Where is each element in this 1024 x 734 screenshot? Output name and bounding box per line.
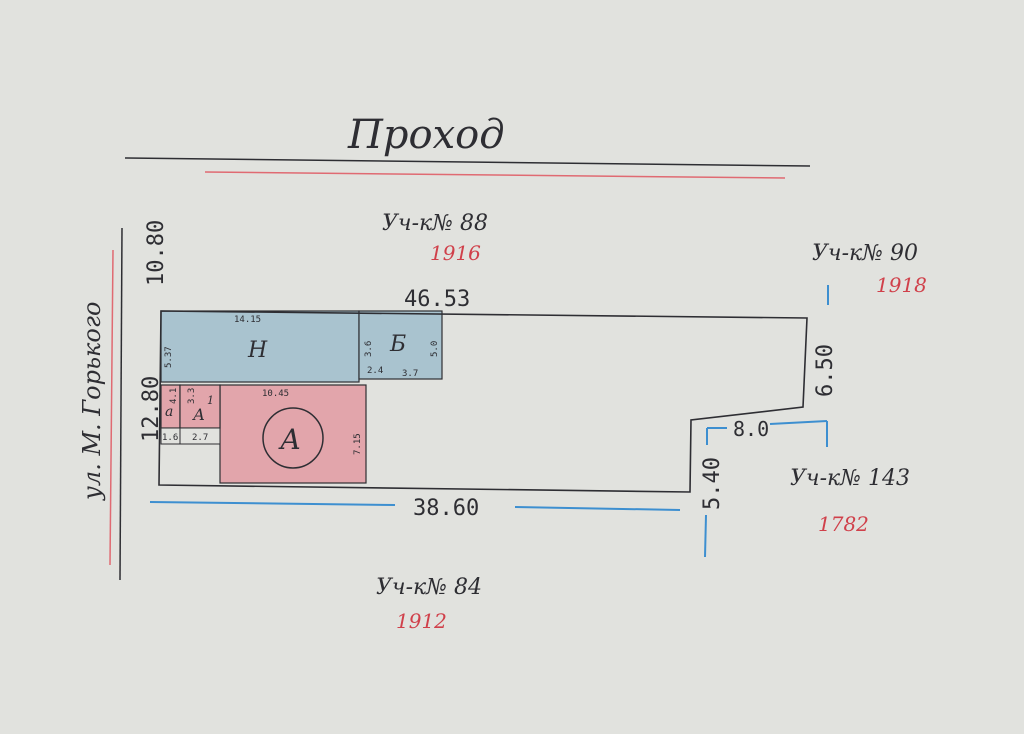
annex-a-width: 1.6 bbox=[162, 433, 178, 443]
building-A-label: А bbox=[278, 423, 301, 456]
neighbor-90-year: 1918 bbox=[876, 273, 927, 297]
passage-boundary-line bbox=[124, 157, 811, 167]
dim-top: 46.53 bbox=[404, 287, 470, 312]
neighbor-88-year: 1916 bbox=[430, 241, 481, 265]
dim-left-upper: 10.80 bbox=[144, 220, 169, 286]
neighbor-90-label: Уч-к№ 90 bbox=[812, 241, 918, 266]
building-B-width-2: 3.7 bbox=[402, 369, 418, 379]
building-A-depth: 7.15 bbox=[353, 433, 363, 455]
building-H-depth: 5.37 bbox=[164, 346, 174, 368]
building-H bbox=[160, 310, 360, 383]
annex-A1-superscript: 1 bbox=[207, 394, 214, 407]
street-name: ул. М. Горького bbox=[78, 302, 106, 501]
building-H-width: 14.15 bbox=[234, 315, 261, 325]
dim-left-lower: 12.80 bbox=[139, 376, 164, 442]
lot-boundary bbox=[158, 310, 808, 493]
building-B-depth-2: 5.0 bbox=[430, 341, 440, 357]
street-red-line bbox=[109, 249, 114, 566]
dim-right-lower: 5.40 bbox=[700, 457, 725, 510]
annex-a-depth: 4.1 bbox=[169, 388, 179, 404]
passage-red-line bbox=[204, 171, 786, 179]
building-B bbox=[358, 310, 443, 380]
annex-A1-depth: 3.3 bbox=[187, 388, 197, 404]
dim-right-step: 8.0 bbox=[733, 417, 769, 441]
dim-bottom: 38.60 bbox=[413, 496, 479, 521]
street-boundary-line bbox=[119, 227, 123, 581]
building-B-depth-1: 3.6 bbox=[364, 341, 374, 357]
neighbor-84-label: Уч-к№ 84 bbox=[376, 575, 482, 600]
building-A-width: 10.45 bbox=[262, 389, 289, 399]
annex-a-label: а bbox=[165, 404, 173, 420]
main-building-marker bbox=[262, 407, 324, 469]
annex-A1-width: 2.7 bbox=[192, 433, 208, 443]
neighbor-143-label: Уч-к№ 143 bbox=[790, 466, 910, 491]
dim-right-upper: 6.50 bbox=[813, 344, 838, 397]
annex-A1-label: А bbox=[192, 405, 205, 424]
building-H-label: Н bbox=[247, 338, 268, 363]
building-B-label: Б bbox=[389, 332, 406, 357]
passage-name: Проход bbox=[347, 112, 505, 158]
neighbor-88-label: Уч-к№ 88 bbox=[382, 211, 488, 236]
neighbor-143-year: 1782 bbox=[818, 512, 869, 536]
building-A bbox=[219, 384, 367, 484]
annex-lower-strip bbox=[160, 427, 221, 445]
building-B-width-1: 2.4 bbox=[367, 366, 383, 376]
blue-dimension-lines bbox=[149, 285, 829, 558]
neighbor-84-year: 1912 bbox=[396, 609, 447, 633]
